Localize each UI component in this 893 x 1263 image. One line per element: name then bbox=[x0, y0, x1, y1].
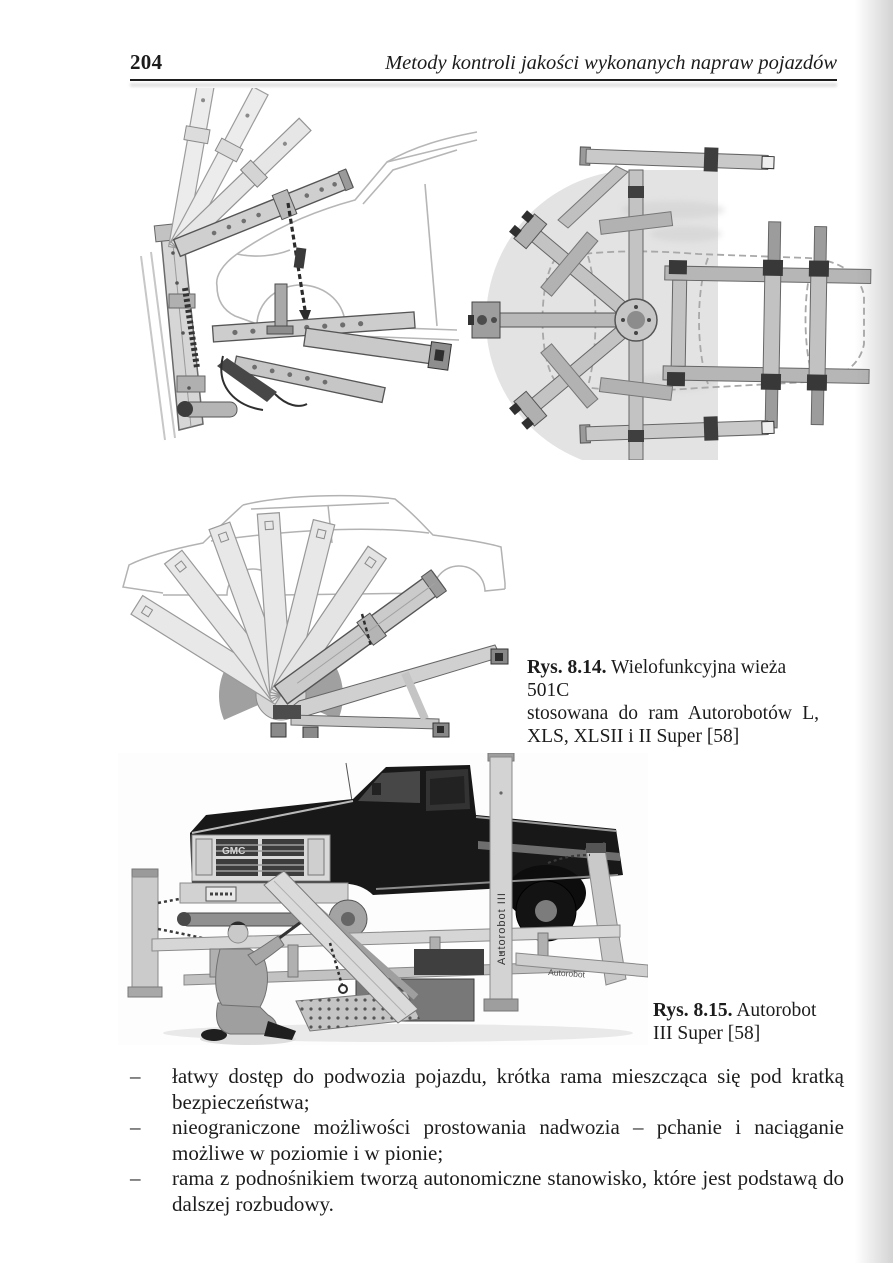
caption-line: III Super [58] bbox=[653, 1023, 761, 1044]
right-beam bbox=[515, 952, 648, 978]
list-item: – łatwy dostęp do podwozia pojazdu, krót… bbox=[130, 1064, 844, 1115]
bullet-dash: – bbox=[130, 1064, 141, 1088]
tower-arms-top bbox=[468, 169, 674, 460]
right-tower bbox=[547, 842, 627, 986]
bullet-list: – łatwy dostęp do podwozia pojazdu, krót… bbox=[130, 1064, 844, 1217]
left-tower bbox=[127, 868, 269, 998]
antenna bbox=[345, 762, 353, 802]
hose bbox=[220, 355, 264, 411]
background-lines bbox=[140, 251, 176, 441]
hair bbox=[227, 921, 248, 932]
figure-label: Rys. 8.15. bbox=[653, 1000, 733, 1021]
figure-8-15-caption: Rys. 8.15. Autorobot III Super [58] bbox=[653, 999, 878, 1045]
grille: GMC bbox=[191, 834, 331, 882]
hydraulic-ram bbox=[217, 358, 277, 402]
pickup-truck: GMC bbox=[179, 762, 623, 942]
bullet-text: rama z podnośnikiem tworzą autonomiczne … bbox=[172, 1166, 844, 1216]
page-edge-shadow bbox=[855, 0, 893, 1263]
list-item: – nieograniczone możliwości prostowania … bbox=[130, 1115, 844, 1166]
shoe bbox=[264, 1021, 296, 1040]
chain bbox=[360, 613, 373, 647]
front-bumper bbox=[179, 882, 349, 904]
arm bbox=[247, 935, 285, 966]
pull-chain bbox=[286, 202, 311, 324]
figure-8-14-side-view-drawing bbox=[140, 88, 478, 441]
caption-line: Rys. 8.15. Autorobot bbox=[653, 1000, 817, 1021]
header-rule bbox=[130, 79, 837, 81]
chain bbox=[328, 942, 344, 986]
bullet-dash: – bbox=[130, 1115, 141, 1139]
bullet-text: łatwy dostęp do podwozia pojazdu, krótka… bbox=[172, 1064, 844, 1114]
car-outline bbox=[215, 131, 478, 341]
tall-post: Autorobot III bbox=[483, 753, 519, 1012]
page-header: 204 Metody kontroli jakości wykonanych n… bbox=[130, 50, 837, 75]
header-rule-shadow bbox=[130, 83, 837, 87]
caption-line: XLS, XLSII i II Super [58] bbox=[527, 726, 740, 747]
diagonal-strut bbox=[557, 165, 629, 229]
caption-line: Rys. 8.14. Wielofunkcyjna wieża 501C bbox=[527, 657, 787, 701]
straightening-frame bbox=[662, 221, 872, 429]
figure-8-15-photo: GMC bbox=[118, 753, 648, 1045]
main-arm bbox=[172, 168, 354, 258]
support-frame bbox=[270, 644, 509, 738]
list-item: – rama z podnośnikiem tworzą autonomiczn… bbox=[130, 1166, 844, 1217]
mirror bbox=[372, 783, 381, 795]
spring-coil bbox=[182, 287, 200, 369]
page-number: 204 bbox=[130, 50, 163, 74]
upper-crossbeam bbox=[579, 146, 775, 172]
tower-arms bbox=[167, 88, 354, 258]
bullet-dash: – bbox=[130, 1166, 141, 1190]
figure-label: Rys. 8.14. bbox=[527, 657, 607, 678]
pump-unit bbox=[177, 909, 484, 1032]
figure-8-14-caption: Rys. 8.14. Wielofunkcyjna wieża 501C sto… bbox=[527, 656, 819, 748]
diagonal-boom bbox=[263, 870, 419, 1024]
running-title: Metody kontroli jakości wykonanych napra… bbox=[385, 52, 837, 74]
technician bbox=[200, 921, 296, 1045]
figure-8-14-fan-positions-drawing bbox=[122, 494, 509, 738]
head bbox=[227, 922, 249, 944]
post-brand-text: Autorobot III bbox=[496, 892, 508, 965]
center-jack bbox=[274, 283, 288, 331]
grille-badge-text: GMC bbox=[222, 846, 245, 857]
figure-8-14-top-view-drawing bbox=[468, 146, 872, 460]
bullet-text: nieograniczone możliwości prostowania na… bbox=[172, 1115, 844, 1165]
caption-line: stosowana do ram Autorobotów L, bbox=[527, 703, 819, 724]
beam-brand-text: Autorobot bbox=[548, 967, 586, 980]
base-frame bbox=[177, 283, 452, 418]
